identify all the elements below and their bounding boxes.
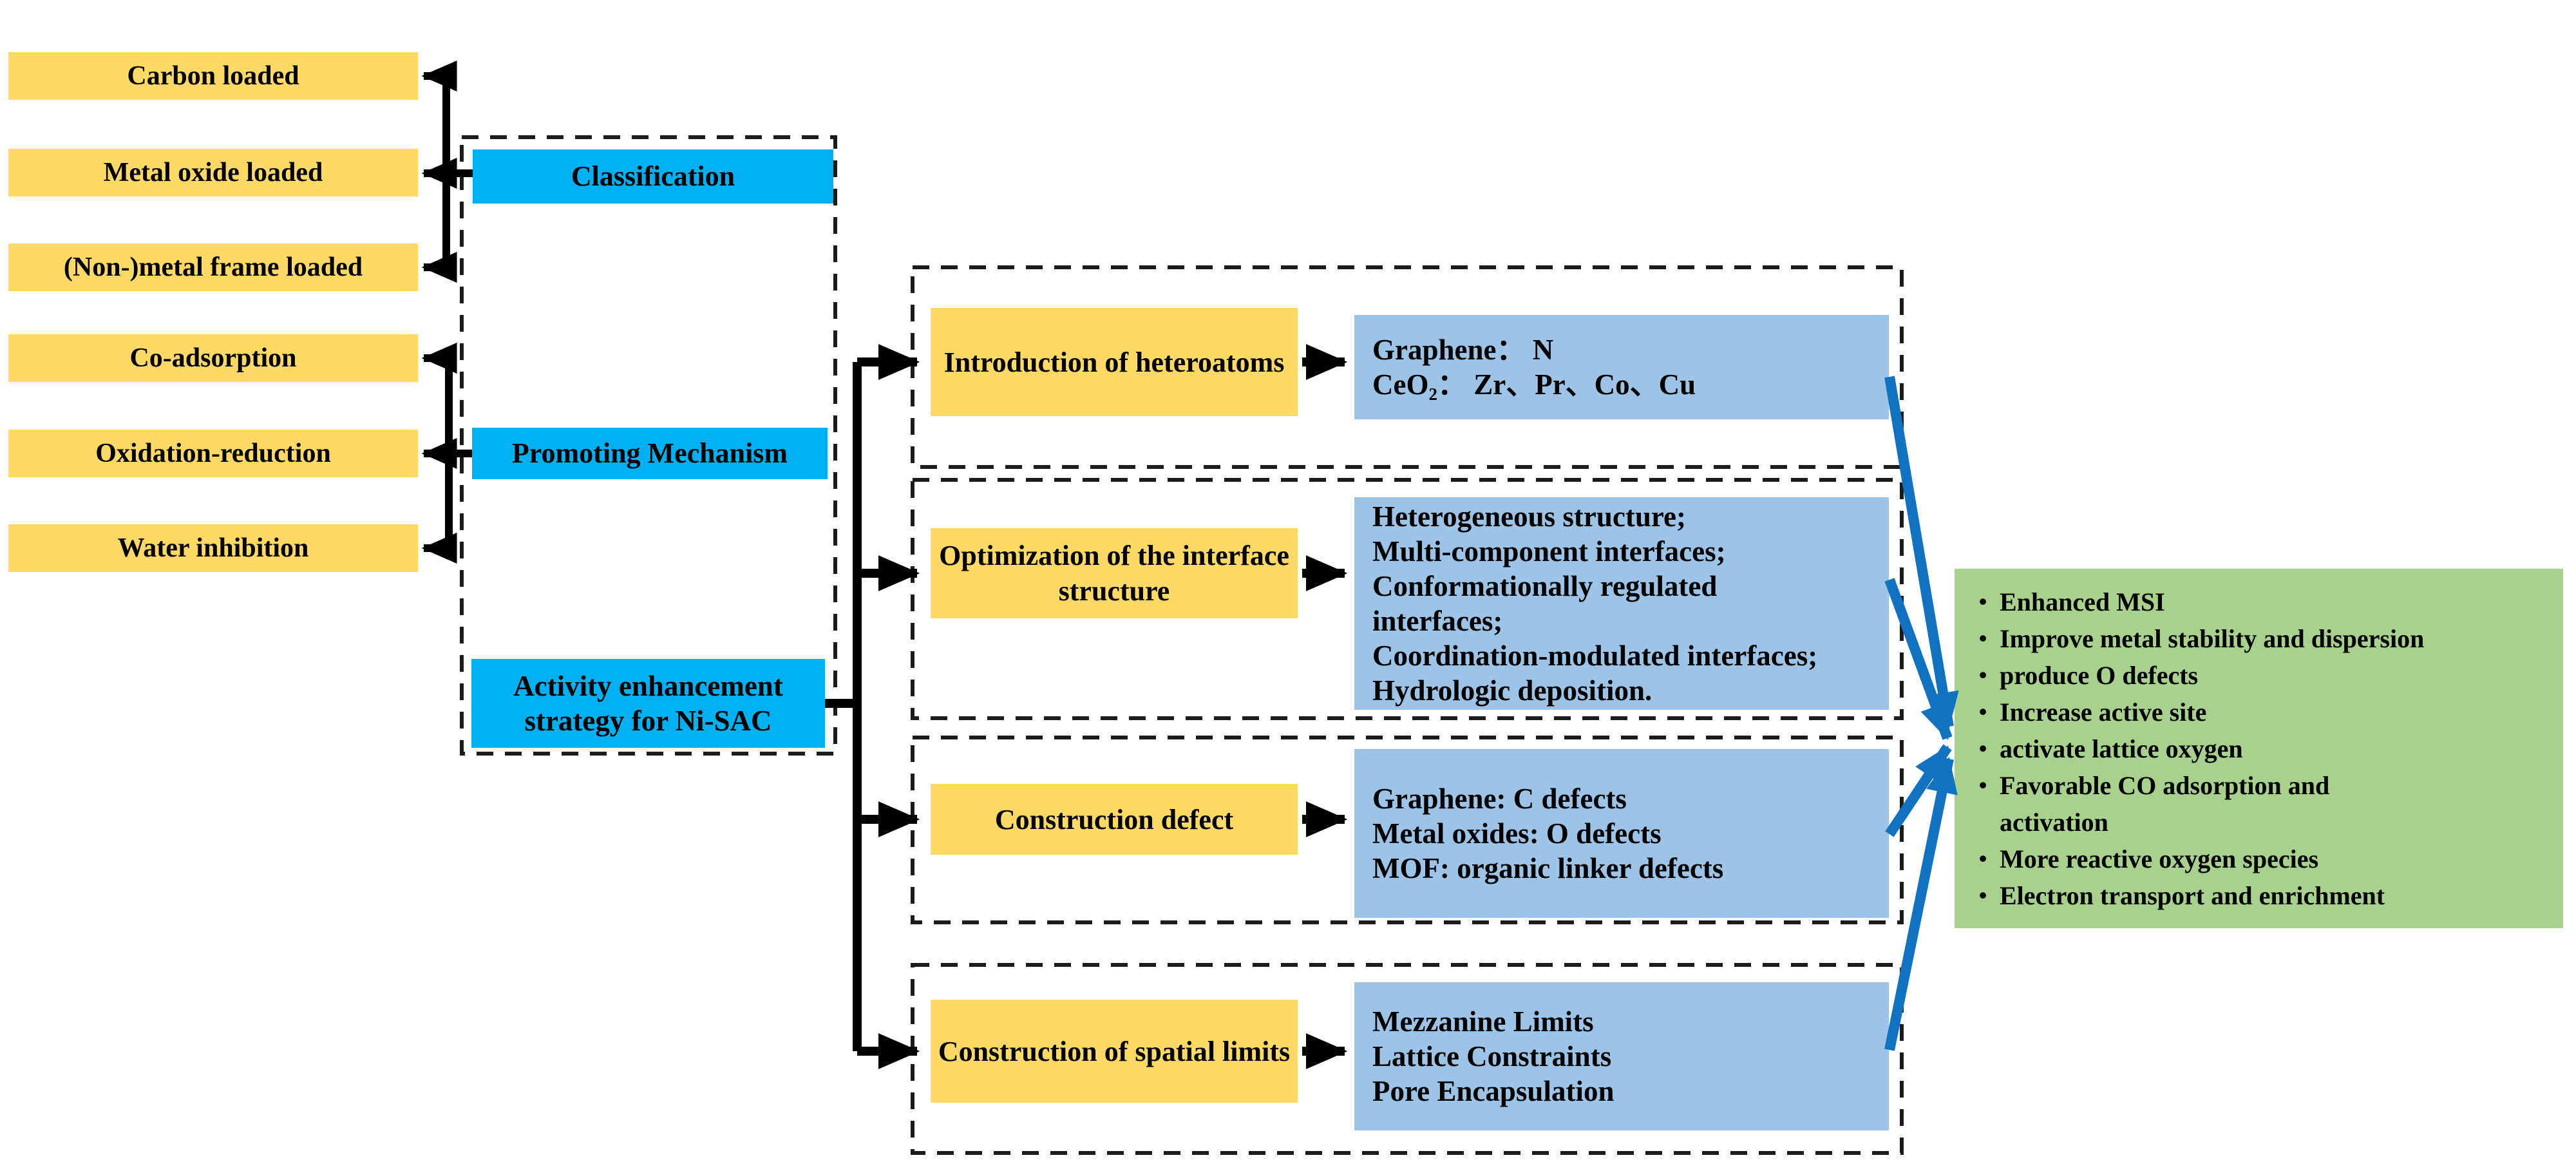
details-heteroatoms: Graphene： N CeO₂： Zr、Pr、Co、Cu [1354,315,1889,419]
classification-connector [421,61,473,283]
strategy-detail-arrows [1302,344,1348,1069]
outcome-text: Enhanced MSI [2000,587,2165,616]
bullet-icon: • [1978,625,1987,651]
node-construction-spatial-limits: Construction of spatial limits [931,1000,1298,1103]
node-activity-enhancement-strategy: Activity enhancement strategy for Ni-SAC [471,659,825,748]
node-classification: Classification [473,149,833,204]
activity-strategy-connector [825,344,920,1069]
node-optimization-interface: Optimization of the interface structure [931,528,1298,618]
outcome-converging-arrows [1884,376,1959,1051]
outcome-list: • Enhanced MSI • Improve metal stability an… [1966,584,2554,914]
outcome-item: • Favorable CO adsorption and activation [1966,767,2554,841]
outcome-item: • activate lattice oxygen [1966,730,2554,767]
details-defect: Graphene: C defects Metal oxides: O defe… [1354,749,1889,918]
outcome-item: • Electron transport and enrichment [1966,877,2554,914]
details-spatial-limits: Mezzanine Limits Lattice Constraints Por… [1354,982,1889,1130]
outcome-text: activate lattice oxygen [2000,734,2243,763]
node-metal-oxide-loaded: Metal oxide loaded [8,149,418,196]
outcome-text: Electron transport and enrichment [2000,881,2385,910]
outcome-item: • Increase active site [1966,694,2554,730]
details-interface: Heterogeneous structure; Multi-component… [1354,497,1889,710]
bullet-icon: • [1978,662,1987,688]
node-nonmetal-frame-loaded: (Non-)metal frame loaded [8,243,418,291]
outcome-item: • produce O defects [1966,657,2554,694]
bullet-icon: • [1978,698,1987,725]
node-introduction-of-heteroatoms: Introduction of heteroatoms [931,308,1298,416]
node-oxidation-reduction: Oxidation-reduction [8,430,418,477]
bullet-icon: • [1978,772,1987,798]
bullet-icon: • [1978,588,1987,614]
outcomes-panel: • Enhanced MSI • Improve metal stability an… [1955,569,2563,928]
node-promoting-mechanism: Promoting Mechanism [472,428,828,479]
bullet-icon: • [1978,735,1987,761]
outcome-item: • Enhanced MSI [1966,584,2554,620]
outcome-text: Favorable CO adsorption and activation [2000,770,2330,837]
node-water-inhibition: Water inhibition [8,524,418,572]
bullet-icon: • [1978,882,1987,908]
promoting-connector [421,343,472,564]
outcome-item: • More reactive oxygen species [1966,841,2554,877]
outcome-text: produce O defects [2000,660,2199,690]
outcome-text: Improve metal stability and dispersion [2000,624,2425,653]
node-co-adsorption: Co-adsorption [8,334,418,382]
outcome-text: Increase active site [2000,697,2207,727]
bullet-icon: • [1978,845,1987,871]
outcome-item: • Improve metal stability and dispersion [1966,620,2554,657]
outcome-text: More reactive oxygen species [2000,844,2319,873]
node-carbon-loaded: Carbon loaded [8,52,418,100]
node-construction-defect: Construction defect [931,784,1298,855]
